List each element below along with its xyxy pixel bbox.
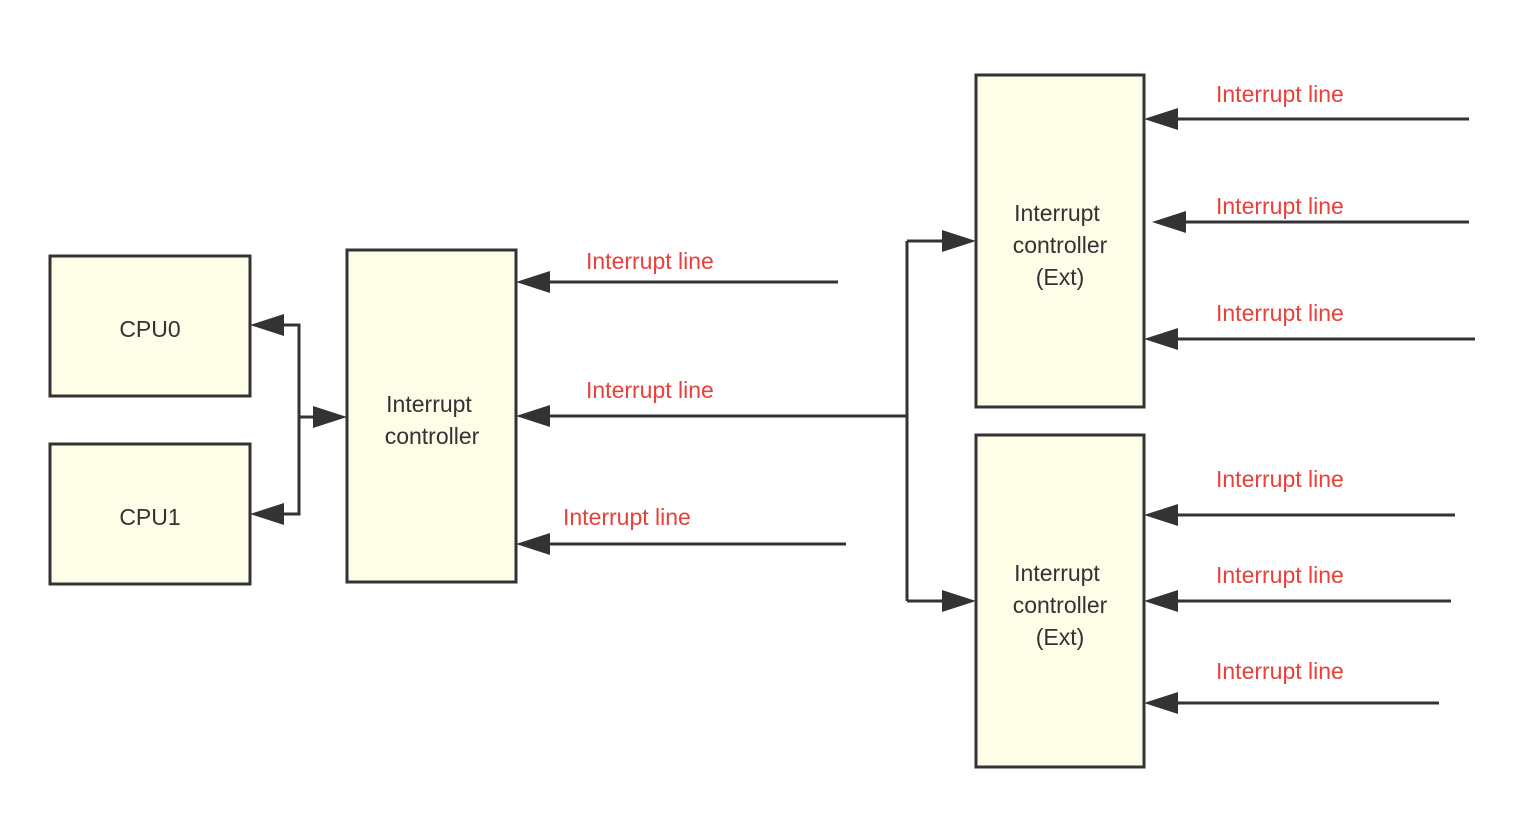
ext-bottom-interrupt-3: Interrupt line: [1144, 658, 1439, 714]
ext-controller-top-node: Interrupt controller (Ext): [974, 73, 1146, 409]
interrupt-line-label: Interrupt line: [1216, 466, 1344, 492]
arrow-to-ext-controller-top: [942, 230, 976, 252]
main-controller-label-line-2: controller: [385, 423, 480, 449]
interrupt-arrow: [1152, 211, 1186, 233]
cpu1-node: CPU1: [48, 442, 252, 586]
interrupt-arrow: [1144, 108, 1178, 130]
cpu1-label: CPU1: [119, 504, 180, 530]
interrupt-line-label: Interrupt line: [1216, 300, 1344, 326]
ext-controller-bottom-label-line-3: (Ext): [1036, 624, 1085, 650]
interrupt-arrow: [1144, 692, 1178, 714]
main-controller-box: [345, 248, 518, 584]
ext-controller-bottom-label-line-2: controller: [1013, 592, 1108, 618]
ext-bus-connector: [516, 230, 976, 612]
cpu0-box: [48, 254, 252, 398]
arrow-to-cpu0: [250, 314, 284, 336]
interrupt-arrow: [516, 533, 550, 555]
ext-top-interrupt-1: Interrupt line: [1144, 81, 1469, 130]
interrupt-line-label: Interrupt line: [1216, 193, 1344, 219]
ext-controller-bottom-box: [974, 433, 1146, 769]
arrow-to-cpu1: [250, 503, 284, 525]
ext-controller-top-label-line-3: (Ext): [1036, 264, 1085, 290]
ext-controller-top-box: [974, 73, 1146, 409]
interrupt-line-label: Interrupt line: [563, 504, 691, 530]
interrupt-arrow: [1144, 590, 1178, 612]
ext-bus-wire: [548, 239, 944, 603]
ext-controller-top-label-line-2: controller: [1013, 232, 1108, 258]
cpu-bus-wire: [282, 323, 314, 516]
cpu-bus-connector: [250, 314, 347, 525]
main-controller-interrupt-top: Interrupt line: [516, 248, 838, 293]
cpu1-box: [48, 442, 252, 586]
arrow-to-main-controller: [313, 406, 347, 428]
main-controller-interrupt-bottom: Interrupt line: [516, 504, 846, 555]
arrow-to-ext-controller-bottom: [942, 590, 976, 612]
ext-controller-bottom-label-line-1: Interrupt: [1014, 560, 1100, 586]
interrupt-line-label: Interrupt line: [1216, 81, 1344, 107]
arrow-into-main-controller-middle: [516, 405, 550, 427]
ext-top-interrupt-3: Interrupt line: [1144, 300, 1475, 350]
main-controller-node: Interrupt controller: [345, 248, 518, 584]
interrupt-line-label-main-middle: Interrupt line: [586, 377, 714, 403]
cpu0-label: CPU0: [119, 316, 180, 342]
ext-controller-bottom-node: Interrupt controller (Ext): [974, 433, 1146, 769]
ext-bottom-interrupt-1: Interrupt line: [1144, 466, 1455, 526]
main-controller-label-line-1: Interrupt: [386, 391, 472, 417]
cpu0-node: CPU0: [48, 254, 252, 398]
interrupt-line-label: Interrupt line: [1216, 562, 1344, 588]
interrupt-line-label: Interrupt line: [586, 248, 714, 274]
interrupt-line-label: Interrupt line: [1216, 658, 1344, 684]
interrupt-arrow: [1144, 328, 1178, 350]
ext-bottom-interrupt-2: Interrupt line: [1144, 562, 1451, 612]
ext-controller-top-label-line-1: Interrupt: [1014, 200, 1100, 226]
interrupt-arrow: [516, 271, 550, 293]
ext-top-interrupt-2: Interrupt line: [1152, 193, 1469, 233]
interrupt-arrow: [1144, 504, 1178, 526]
